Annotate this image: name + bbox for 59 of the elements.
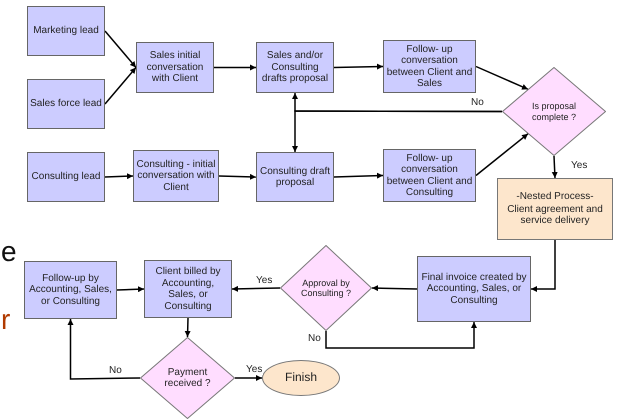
node-label: Sales force lead	[30, 98, 102, 110]
node-label: Sales initial conversation with Client	[146, 50, 204, 85]
process-box	[24, 261, 117, 319]
arrow	[235, 375, 262, 381]
node-label: Consulting draft proposal	[259, 166, 331, 188]
arrow	[552, 156, 558, 178]
decision-diamond	[502, 67, 606, 156]
node-label: Is proposal complete ?	[530, 101, 578, 122]
process-box	[27, 152, 105, 202]
arrow	[325, 322, 477, 349]
node-label: Approval by Consulting ?	[300, 278, 352, 298]
process-box	[133, 150, 219, 202]
node-label: Consulting - initial conversation with Client	[136, 158, 216, 194]
process-box	[256, 152, 334, 202]
arrow	[104, 67, 137, 104]
node-label: Finish	[284, 371, 317, 385]
node-label: Payment received ?	[163, 366, 212, 390]
arrow	[104, 173, 134, 180]
node-label: Sales and/or Consulting drafts proposal	[260, 50, 330, 85]
arrow	[476, 66, 528, 90]
arrow	[334, 172, 384, 179]
edge-label: No	[470, 98, 485, 108]
decision-diamond	[140, 337, 235, 419]
arrow	[218, 174, 256, 180]
edge-label: Yes	[245, 365, 264, 375]
nested-process-box	[497, 178, 613, 240]
arrow	[372, 285, 418, 292]
node-label: Marketing lead	[33, 25, 99, 37]
node-label: Follow- up conversation between Client and Consulting	[386, 152, 473, 198]
arrow	[531, 240, 556, 292]
arrow	[292, 110, 502, 152]
edge-label: Yes	[570, 161, 588, 171]
arrow	[476, 133, 528, 176]
node-label: Final invoice created by Accounting, Sales, or Consulting	[420, 272, 528, 306]
text-fragment: r	[1, 306, 10, 334]
node-label: Follow-up by Accounting, Sales, or Consulting	[28, 272, 113, 308]
arrow	[104, 30, 137, 68]
text-fragment: e	[1, 238, 17, 266]
arrow	[214, 64, 256, 70]
process-box	[136, 42, 214, 93]
node-label: Client billed by Accounting, Sales, or Consulting	[154, 266, 222, 312]
arrow	[68, 319, 140, 380]
process-box	[256, 42, 334, 93]
arrow	[184, 318, 191, 338]
process-box	[417, 256, 531, 322]
process-heading: -Nested Process-	[516, 191, 594, 203]
edge-label: No	[307, 334, 322, 344]
edge-label: Yes	[255, 276, 274, 286]
decision-diamond	[280, 245, 372, 331]
process-box	[27, 6, 105, 56]
edge-label: No	[108, 366, 123, 376]
arrow	[116, 286, 144, 292]
arrow	[334, 64, 384, 70]
process-box	[27, 79, 105, 129]
node-label: Consulting lead	[32, 171, 100, 183]
node-label: Client agreement and service delivery	[506, 204, 604, 227]
process-box	[144, 260, 232, 318]
arrow	[232, 286, 280, 292]
node-label: Follow- up conversation between Client and Sales	[386, 44, 473, 90]
